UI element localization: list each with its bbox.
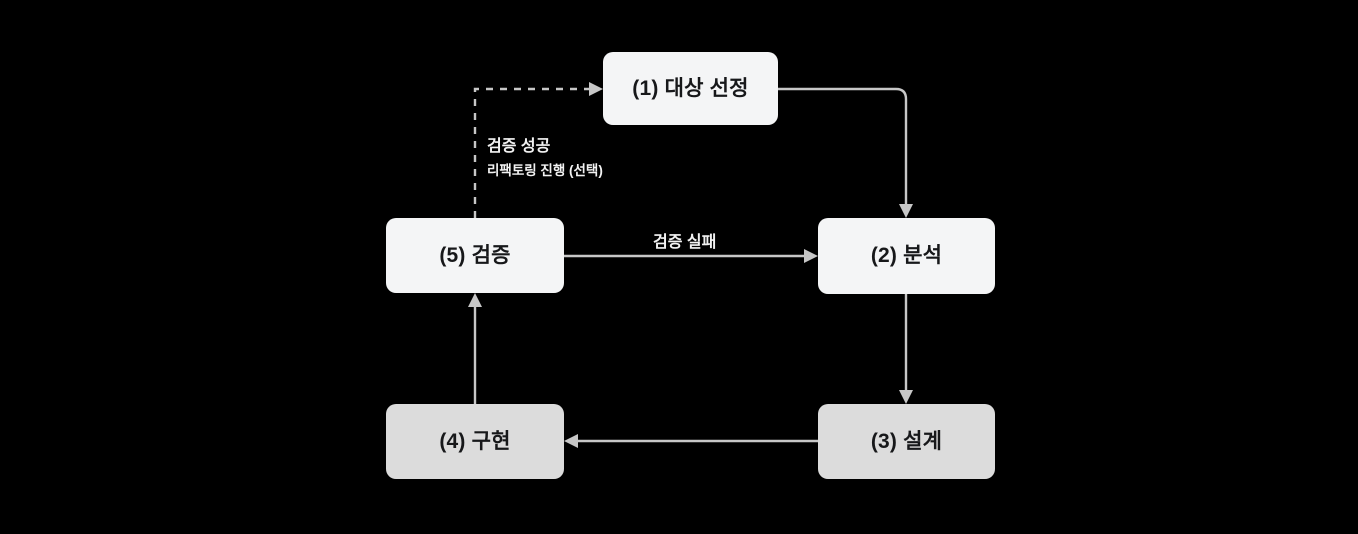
- edge-step4-to-step5-arrowhead: [468, 293, 482, 307]
- edge-step1-to-step2-arrowhead: [899, 204, 913, 218]
- edge-step1-to-step2-path: [778, 87, 908, 205]
- node-step3[interactable]: (3) 설계: [818, 404, 995, 479]
- edge-step5-to-step1-path: [473, 87, 590, 218]
- node-step5-label: (5) 검증: [439, 243, 511, 267]
- edge-step5-to-step2: [564, 249, 818, 263]
- node-step3-label: (3) 설계: [870, 429, 943, 453]
- edge-step3-to-step4: [564, 434, 818, 448]
- edge-step1-to-step2: [778, 87, 913, 218]
- node-step4-label: (4) 구현: [439, 429, 511, 453]
- edge-label-verification-failure: 검증 실패: [653, 234, 717, 251]
- edge-step4-to-step5: [468, 293, 482, 404]
- edge-step2-to-step3: [899, 294, 913, 404]
- node-step5[interactable]: (5) 검증: [386, 218, 564, 293]
- edge-step3-to-step4-arrowhead: [564, 434, 578, 448]
- edge-step5-to-step1-arrowhead: [589, 82, 603, 96]
- edge-step5-to-step2-arrowhead: [804, 249, 818, 263]
- edge-step5-to-step1: [473, 82, 603, 218]
- edge-label-verification-success: 검증 성공: [487, 138, 551, 155]
- node-step1-label: (1) 대상 선정: [632, 76, 749, 100]
- edge-step2-to-step3-arrowhead: [899, 390, 913, 404]
- node-step2-label: (2) 분석: [870, 244, 943, 268]
- node-step1[interactable]: (1) 대상 선정: [603, 52, 778, 125]
- edge-label-refactoring-optional: 리팩토링 진행 (선택): [487, 163, 603, 178]
- node-step4[interactable]: (4) 구현: [386, 404, 564, 479]
- node-step2[interactable]: (2) 분석: [818, 218, 995, 294]
